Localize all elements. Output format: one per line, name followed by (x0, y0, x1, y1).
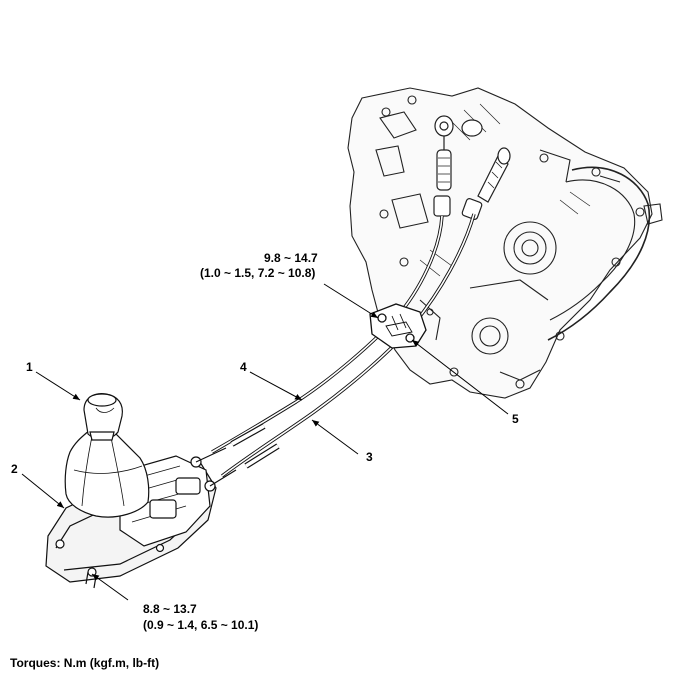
torque-lower-conversion: (0.9 ~ 1.4, 6.5 ~ 10.1) (143, 618, 259, 632)
callout-3: 3 (366, 450, 373, 464)
torque-lower-value: 8.8 ~ 13.7 (143, 602, 197, 616)
leader-torque-upper (323, 283, 379, 319)
torque-upper-conversion: (1.0 ~ 1.5, 7.2 ~ 10.8) (200, 266, 316, 280)
transaxle-housing (347, 87, 663, 399)
callout-5: 5 (512, 412, 519, 426)
torque-units-footer: Torques: N.m (kgf.m, lb-ft) (10, 656, 160, 670)
callout-2: 2 (11, 462, 18, 476)
leader-3 (311, 419, 359, 455)
leader-4 (249, 371, 303, 401)
leader-1 (35, 371, 81, 401)
leader-lines (21, 283, 509, 601)
leader-torque-lower (91, 573, 129, 601)
torque-upper-value: 9.8 ~ 14.7 (264, 251, 318, 265)
shift-lever-assembly (45, 393, 237, 589)
transaxle-shift-levers (433, 115, 511, 220)
callout-4: 4 (240, 360, 247, 374)
cable-bracket (369, 303, 427, 349)
leader-2 (21, 473, 65, 509)
shift-cables (211, 213, 476, 478)
callout-1: 1 (26, 360, 33, 374)
leader-5 (411, 339, 509, 415)
